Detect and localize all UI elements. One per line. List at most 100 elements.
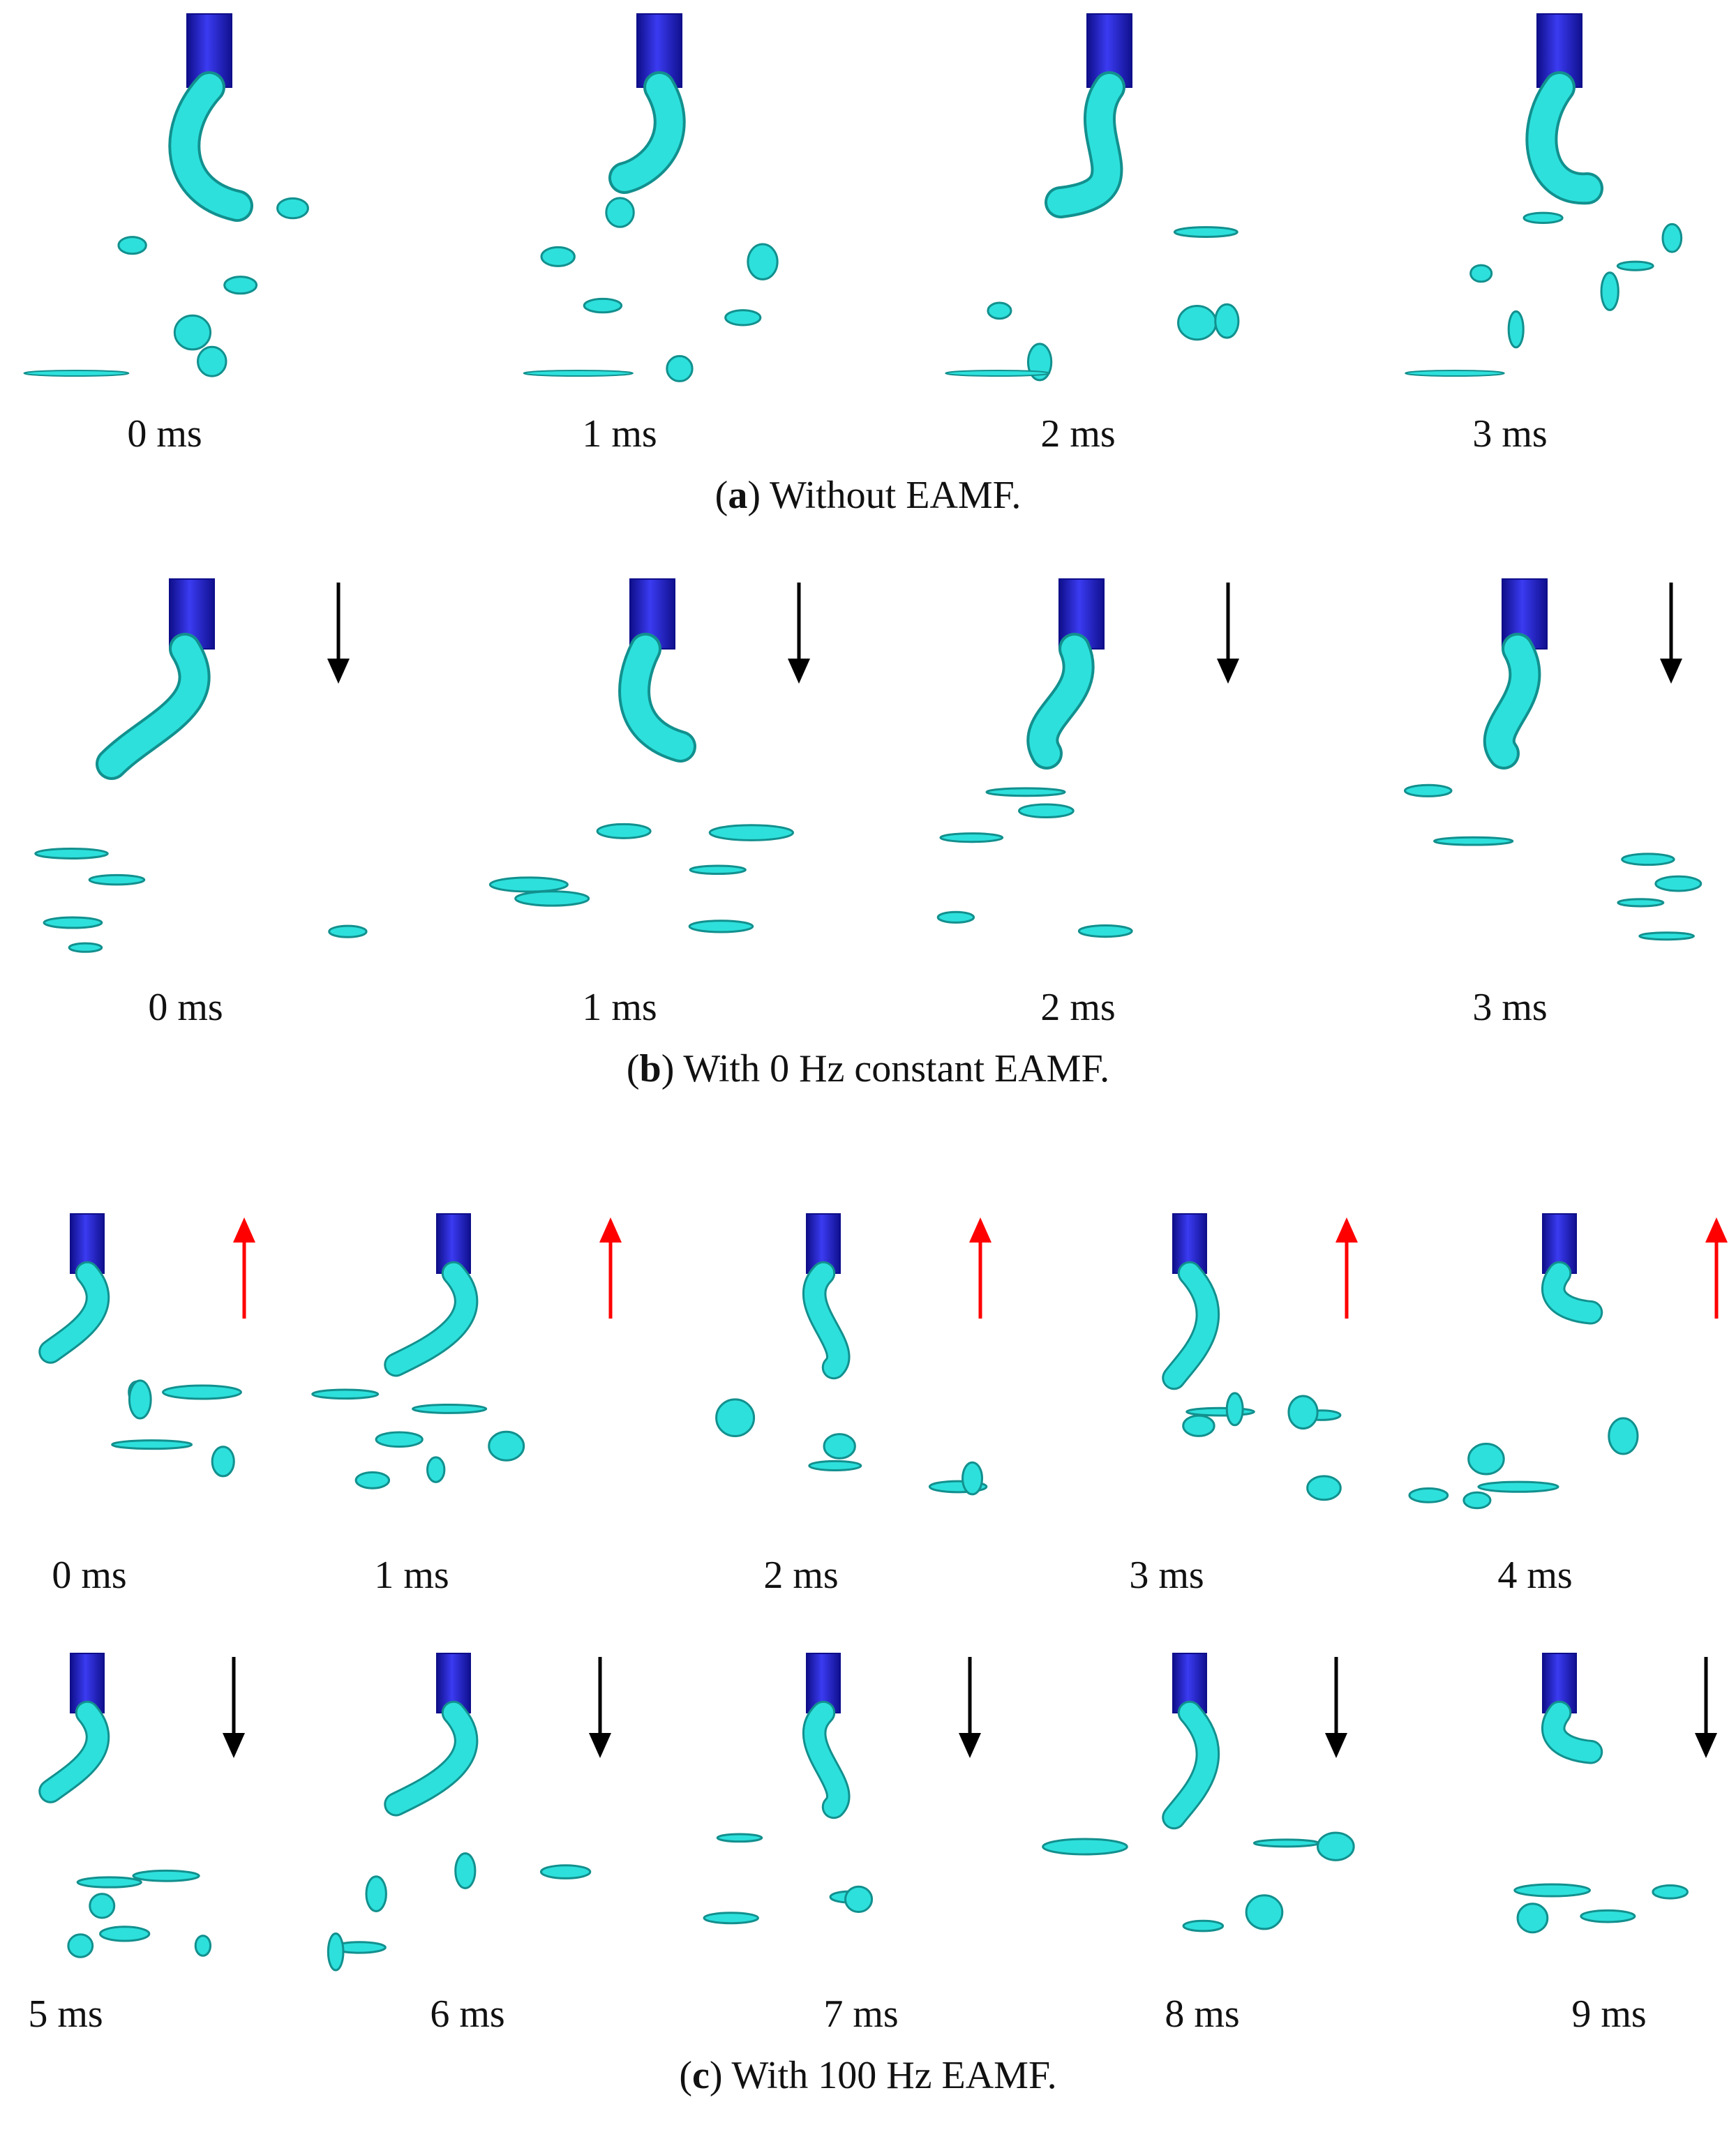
frame-b-0ms [34, 578, 368, 953]
droplet [89, 1893, 116, 1919]
droplet [454, 1852, 477, 1889]
jet-body [171, 74, 250, 219]
droplet [716, 1833, 763, 1843]
droplet [1252, 1838, 1320, 1848]
frame-a-1ms [523, 13, 779, 382]
droplet [1516, 1902, 1549, 1934]
droplet [1077, 924, 1133, 938]
droplet [1462, 1491, 1492, 1510]
droplet [88, 873, 146, 886]
jet-body [1164, 1263, 1218, 1388]
frame-c-1ms [311, 1213, 622, 1489]
time-label: 6 ms [430, 1992, 505, 2036]
caption-letter: c [692, 2054, 710, 2097]
droplet [311, 1388, 380, 1400]
droplet [961, 1461, 984, 1496]
droplet [1522, 211, 1564, 225]
time-label: 2 ms [1040, 986, 1116, 1029]
droplet [76, 1876, 142, 1889]
time-label: 3 ms [1472, 986, 1548, 1029]
time-label: 4 ms [1497, 1554, 1573, 1597]
frame-a-2ms [945, 13, 1240, 382]
frame-a-3ms [1405, 13, 1683, 377]
droplet [1638, 931, 1695, 941]
droplet [1467, 1442, 1505, 1476]
droplet [939, 832, 1004, 843]
frame-c-4ms [1408, 1213, 1728, 1510]
droplet [987, 301, 1012, 320]
time-label: 8 ms [1165, 1992, 1240, 2036]
droplet [34, 848, 109, 860]
droplet [1185, 1406, 1255, 1417]
arrow-head [1660, 659, 1682, 684]
arrow-head [589, 1733, 611, 1758]
droplet [223, 276, 258, 295]
field-arrow-down-icon [1325, 1657, 1347, 1758]
droplet [703, 1912, 759, 1925]
time-label: 1 ms [582, 986, 657, 1029]
droplet [514, 890, 590, 907]
caption-paren-open: ( [679, 2054, 693, 2097]
field-arrow-up-icon [1335, 1217, 1358, 1319]
caption-paren-open: ( [626, 1047, 640, 1090]
arrow-head [223, 1733, 245, 1758]
droplet [985, 787, 1066, 797]
droplet [128, 1379, 152, 1420]
droplet [724, 309, 762, 327]
droplet [1017, 803, 1075, 818]
droplet [1287, 1395, 1319, 1430]
field-arrow-down-icon [589, 1657, 611, 1758]
arrow-head [327, 659, 350, 684]
time-label: 1 ms [582, 412, 657, 456]
arrow-head [959, 1733, 981, 1758]
droplet [111, 1439, 193, 1450]
droplet [1408, 1487, 1449, 1503]
caption-letter: b [639, 1047, 661, 1090]
droplet [823, 1433, 856, 1459]
droplet [747, 243, 779, 280]
time-label: 7 ms [823, 1992, 899, 2036]
field-arrow-down-icon [1695, 1657, 1717, 1758]
droplet [689, 864, 747, 876]
droplet [1469, 264, 1493, 283]
frame-c-0ms [38, 1213, 255, 1478]
jet-body [804, 1702, 848, 1817]
droplet [412, 1403, 488, 1414]
caption-letter: a [728, 474, 748, 517]
jet-body [98, 636, 208, 777]
droplet [1214, 303, 1240, 339]
droplet [945, 370, 1051, 377]
droplet [1654, 875, 1703, 892]
droplet [844, 1885, 874, 1913]
frame-b-1ms [488, 578, 810, 933]
time-label: 9 ms [1571, 1992, 1647, 2036]
frame-c-8ms [1042, 1653, 1355, 1932]
arrow-head [599, 1217, 622, 1243]
jet-body [1047, 74, 1123, 216]
time-label: 0 ms [148, 986, 223, 1029]
droplet [708, 824, 795, 841]
jet-body [1486, 636, 1539, 767]
droplet [1182, 1919, 1225, 1932]
nozzle [1172, 1653, 1207, 1713]
caption-paren-close: ) [661, 1047, 684, 1090]
droplet [715, 1398, 756, 1438]
droplet [688, 920, 754, 933]
droplet [173, 314, 212, 351]
caption-a: (a) Without EAMF. [715, 476, 1022, 515]
arrow-head [1335, 1217, 1358, 1243]
droplet [808, 1459, 862, 1471]
droplet [354, 1471, 391, 1489]
droplet [1617, 898, 1665, 908]
droplet [1316, 1831, 1355, 1861]
field-arrow-down-icon [1660, 583, 1682, 684]
field-arrow-up-icon [599, 1217, 622, 1319]
frame-b-3ms [1403, 578, 1703, 941]
droplet [1621, 853, 1675, 866]
jet-body [40, 1263, 108, 1362]
field-arrow-up-icon [1705, 1217, 1728, 1319]
droplet [1306, 1475, 1342, 1501]
frame-c-2ms [715, 1213, 992, 1496]
time-label: 2 ms [1040, 412, 1116, 456]
